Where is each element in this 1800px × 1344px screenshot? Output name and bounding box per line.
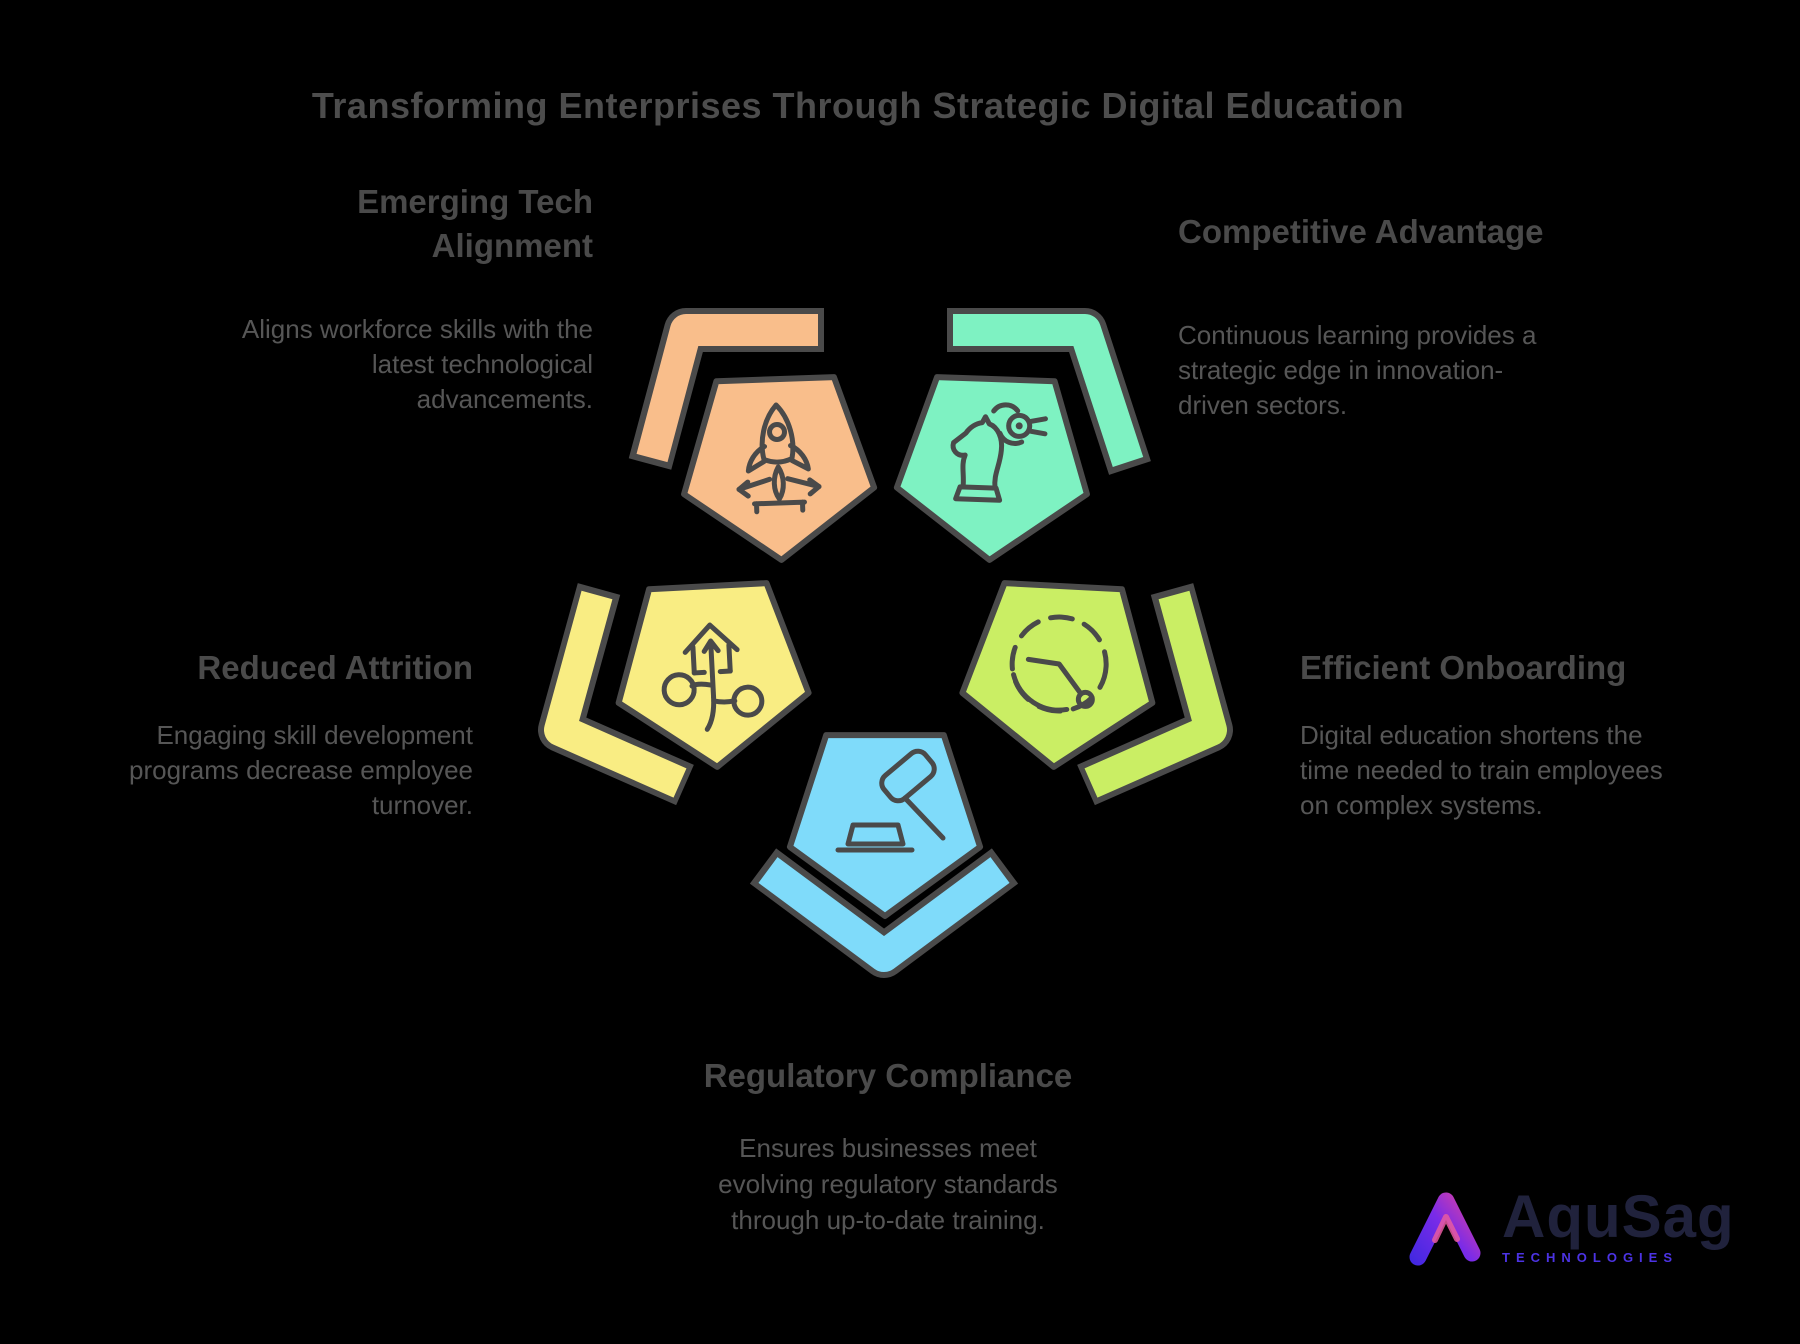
logo-brand-text: AquSag (1502, 1183, 1735, 1250)
section-body-emerging-tech-alignment: Aligns workforce skills with the latest … (241, 314, 593, 414)
aqusag-logo-icon (1409, 1192, 1481, 1266)
section-body-reduced-attrition: Engaging skill development programs decr… (129, 720, 473, 820)
page-title: Transforming Enterprises Through Strateg… (311, 85, 1405, 126)
dashed-clock-icon (1009, 614, 1109, 714)
section-heading-competitive-advantage: Competitive Advantage (1178, 213, 1544, 250)
gavel-icon (835, 748, 946, 853)
pentagon-competitive-advantage (893, 374, 1090, 563)
logo: AquSag TECHNOLOGIES (1398, 1186, 1735, 1272)
chess-knight-robot-icon (950, 402, 1048, 503)
chevron-regulatory-compliance (749, 848, 1019, 978)
pentagon-emerging-tech-alignment (681, 374, 878, 563)
section-heading-efficient-onboarding: Efficient Onboarding (1300, 649, 1627, 686)
growth-branch-icon (661, 622, 765, 732)
section-heading-regulatory-compliance: Regulatory Compliance (703, 1057, 1073, 1094)
logo-subtitle-text: TECHNOLOGIES (1502, 1250, 1679, 1265)
rocket-launch-icon (736, 402, 822, 515)
chevron-emerging-tech-alignment (628, 308, 824, 470)
section-heading-reduced-attrition: Reduced Attrition (197, 649, 473, 686)
chevron-competitive-advantage (947, 308, 1151, 475)
pentagon-regulatory-compliance (786, 732, 984, 919)
chevron-reduced-attrition (538, 583, 694, 806)
section-heading-emerging-tech-alignment: Emerging Tech Alignment (357, 183, 593, 264)
chevron-efficient-onboarding (1077, 583, 1233, 806)
pentagon-efficient-onboarding (959, 580, 1156, 770)
section-body-regulatory-compliance: Ensures businesses meet evolving regulat… (718, 1133, 1058, 1235)
pentagon-reduced-attrition (615, 580, 812, 770)
section-body-competitive-advantage: Continuous learning provides a strategic… (1178, 320, 1537, 420)
section-body-efficient-onboarding: Digital education shortens the time need… (1300, 720, 1663, 820)
